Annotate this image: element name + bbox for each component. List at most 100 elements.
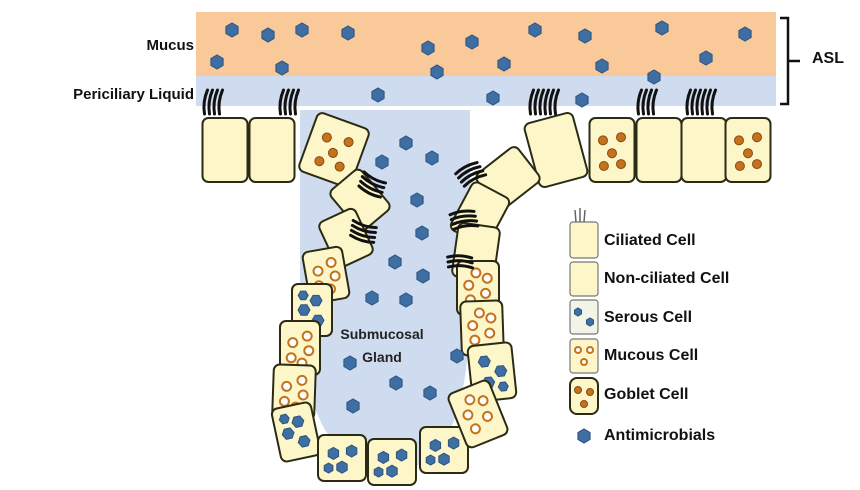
antimicrobial-icon (310, 295, 322, 305)
granule (303, 332, 312, 341)
antimicrobial-icon (400, 293, 412, 307)
granule (298, 390, 307, 399)
goblet-granule (599, 162, 608, 171)
legend-ciliated-cell: Ciliated Cell (604, 232, 696, 250)
antimicrobial-icon (387, 465, 397, 477)
cell-body (368, 439, 416, 485)
antimicrobial-icon (424, 386, 436, 400)
asl-bracket (780, 18, 800, 104)
goblet-granule (617, 133, 626, 142)
antimicrobial-icon (411, 193, 423, 207)
antimicrobial-icon (498, 57, 510, 71)
antimicrobial-icon (416, 226, 428, 240)
legend-serous-cell: Serous Cell (604, 309, 692, 327)
antimicrobial-icon (347, 399, 359, 413)
goblet-granule (744, 149, 753, 158)
granule (581, 359, 587, 365)
goblet-cell-icon (570, 378, 598, 414)
goblet-granule (581, 401, 588, 408)
antimicrobial-icon (466, 35, 478, 49)
asl-label: ASL (812, 50, 844, 68)
antimicrobial-icon (439, 453, 449, 465)
goblet-granule (599, 136, 608, 145)
antimicrobial-icon (422, 41, 434, 55)
serous-cell (368, 439, 416, 485)
ciliated-cell-icon (570, 222, 598, 258)
granule (297, 376, 306, 385)
granule (468, 321, 477, 330)
granule (280, 397, 289, 406)
legend-mucous-cell: Mucous Cell (604, 347, 698, 365)
antimicrobial-icon (578, 429, 590, 443)
antimicrobial-icon (426, 151, 438, 165)
granule (485, 328, 494, 337)
antimicrobial-icon (576, 93, 588, 107)
cell-body (637, 118, 682, 182)
cell-body (420, 427, 468, 473)
goblet-granule (617, 160, 626, 169)
goblet-granule (753, 133, 762, 142)
ciliated-cell (250, 118, 295, 182)
goblet-cell (590, 118, 635, 182)
antimicrobial-icon (417, 269, 429, 283)
cell-body (203, 118, 248, 182)
antimicrobial-icon (296, 23, 308, 37)
ciliated-cell (203, 118, 248, 182)
antimicrobial-icon (431, 65, 443, 79)
granule (464, 281, 473, 290)
antimicrobial-icon (389, 255, 401, 269)
cell-body (682, 118, 727, 182)
antimicrobial-icon (378, 451, 388, 463)
granule (575, 347, 581, 353)
antimicrobial-icon (374, 467, 383, 477)
antimicrobial-icon (298, 291, 308, 300)
antimicrobial-icon (298, 305, 310, 315)
ciliated-cell (637, 118, 682, 182)
granule (326, 257, 336, 267)
antimicrobial-icon (579, 29, 591, 43)
granule (287, 353, 296, 362)
submucosal-gland-label: Submucosal (312, 326, 452, 342)
cell-body (318, 435, 366, 481)
cell-body (250, 118, 295, 182)
legend-goblet-cell: Goblet Cell (604, 386, 688, 404)
periciliary-liquid-label: Periciliary Liquid (73, 86, 194, 103)
granule (470, 335, 479, 344)
antimicrobial-icon (575, 308, 582, 316)
goblet-granule (575, 387, 582, 394)
antimicrobial-icon (587, 318, 594, 326)
antimicrobial-icon (226, 23, 238, 37)
serous-cell (420, 427, 468, 473)
antimicrobial-icon (396, 449, 406, 461)
goblet-granule (735, 136, 744, 145)
granule (587, 347, 593, 353)
antimicrobial-icon (276, 61, 288, 75)
granule (471, 268, 480, 277)
mucous-cell-icon (570, 339, 598, 373)
antimicrobial-icon (430, 439, 440, 451)
goblet-granule (735, 162, 744, 171)
antimicrobial-icon (342, 26, 354, 40)
granule (288, 338, 297, 347)
antimicrobial-icon (328, 447, 338, 459)
antimicrobial-icon (426, 455, 435, 465)
antimicrobial-icon (400, 136, 412, 150)
antimicrobial-icon (262, 28, 274, 42)
goblet-cell (726, 118, 771, 182)
antimicrobial-icon (596, 59, 608, 73)
granule (486, 313, 495, 322)
granule (330, 271, 340, 281)
legend-non-ciliated-cell: Non-ciliated Cell (604, 270, 729, 288)
granule (475, 308, 484, 317)
granule (282, 382, 291, 391)
mucus-label: Mucus (146, 37, 194, 54)
antimicrobial-icon (366, 291, 378, 305)
antimicrobial-icon (487, 91, 499, 105)
serous-cell (318, 435, 366, 481)
granule (313, 266, 323, 276)
ciliated-cell (682, 118, 727, 182)
non-ciliated-cell-icon (570, 262, 598, 296)
legend-antimicrobials: Antimicrobials (604, 427, 715, 445)
antimicrobial-icon (448, 437, 458, 449)
antimicrobial-icon (648, 70, 660, 84)
